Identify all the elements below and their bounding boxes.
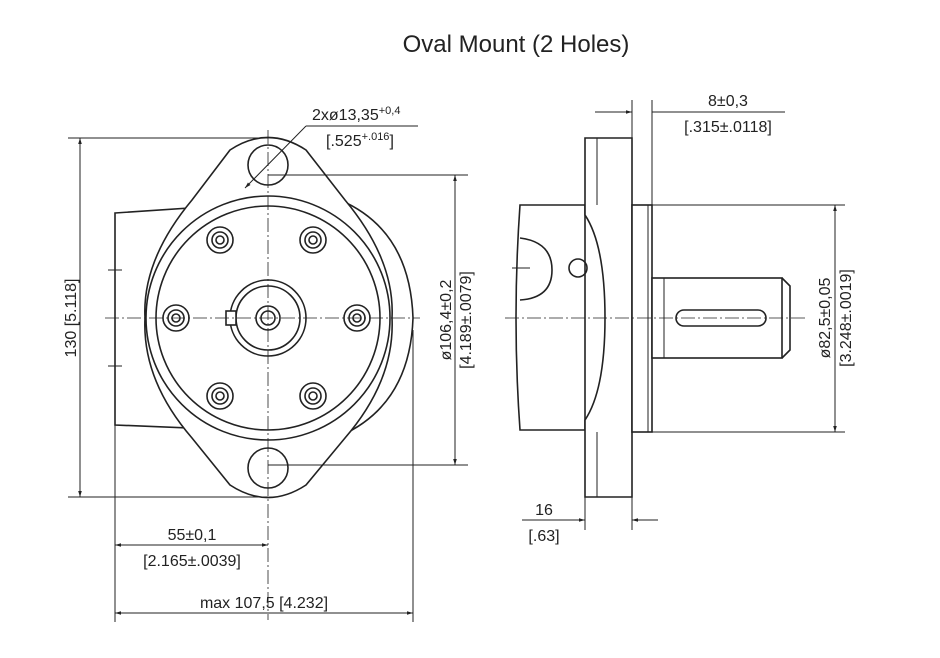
side-dimensions: 8±0,3 [.315±.0118] 16 [.63] ø82,5±0,05 [… (522, 93, 855, 545)
oval-flange (144, 136, 393, 499)
pilot-depth-dimension: 8±0,3 (708, 93, 748, 110)
hole-imperial: [.525+.016] (326, 131, 394, 150)
side-body (515, 204, 586, 431)
front-view (105, 130, 420, 620)
bolts (162, 226, 371, 410)
offset-dimension: 55±0,1 (168, 527, 217, 544)
side-view (505, 137, 805, 498)
pilot-depth-imperial: [.315±.0118] (684, 119, 772, 136)
drawing-title: Oval Mount (2 Holes) (403, 31, 630, 58)
side-flange (584, 137, 633, 498)
shaft-pilot-dimension: ø82,5±0,05 (817, 277, 834, 358)
side-pilot (631, 204, 653, 433)
flange-thickness-dimension: 16 (535, 502, 553, 519)
offset-imperial: [2.165±.0039] (143, 553, 241, 570)
side-hole (519, 237, 553, 301)
front-dimensions: 130 [5.118] ø106,4±0,2 [4.189±.0079] 55±… (63, 105, 475, 622)
flange-thickness-imperial: [.63] (528, 528, 559, 545)
width-dimension: max 107,5 [4.232] (200, 595, 328, 612)
pilot-diameter-imperial: [4.189±.0079] (458, 271, 475, 369)
height-dimension: 130 [5.118] (63, 279, 80, 358)
pilot-diameter-dimension: ø106,4±0,2 (438, 279, 455, 360)
hole-dimension: 2xø13,35+0,4 (312, 105, 400, 124)
shaft-pilot-imperial: [3.248±.0019] (838, 269, 855, 367)
